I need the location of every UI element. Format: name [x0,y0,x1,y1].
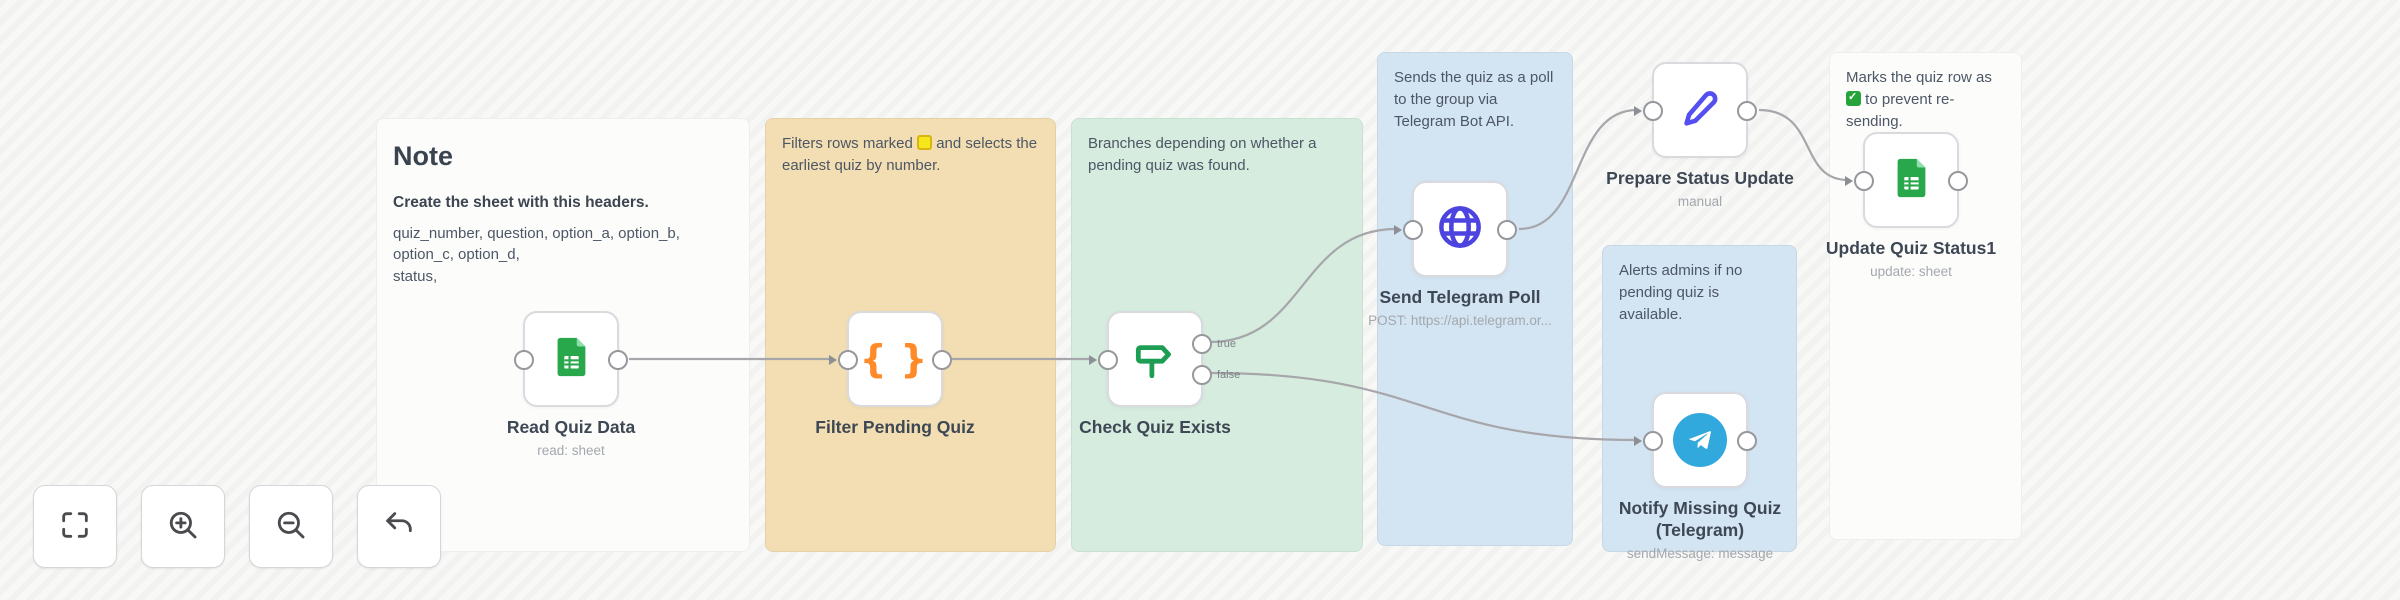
sticky-text: Alerts admins if no pending quiz is avai… [1619,262,1743,323]
sticky-note-headers[interactable]: Note Create the sheet with this headers.… [376,118,750,552]
globe-icon [1434,201,1486,258]
sticky-line: quiz_number, question, option_a, option_… [393,224,680,242]
output-port[interactable] [1497,220,1517,240]
telegram-icon [1673,413,1727,467]
input-port[interactable] [514,350,534,370]
google-sheets-icon [548,334,594,385]
fit-view-button[interactable] [33,485,117,568]
node-label: Read Quiz Data [506,417,636,437]
node-subtitle: read: sheet [537,442,605,458]
output-label-true: true [1217,338,1236,350]
sticky-text: to prevent re-sending. [1846,90,1955,130]
signpost-icon [1130,332,1180,387]
input-port[interactable] [1634,101,1663,121]
pen-icon [1677,85,1723,136]
canvas-controls [33,485,441,568]
node-read-quiz-data[interactable]: Read Quiz Data read: sheet [507,311,635,458]
sticky-text: Filters rows marked [782,135,913,152]
node-label: Prepare Status Update [1606,168,1794,188]
output-port-true[interactable] [1192,334,1212,354]
zoom-in-icon [166,508,200,545]
sticky-bold-line: Create the sheet with this headers. [393,194,649,212]
node-filter-pending-quiz[interactable]: { } Filter Pending Quiz [815,311,975,437]
output-port[interactable] [1948,171,1968,191]
node-check-quiz-exists[interactable]: true false Check Quiz Exists [1079,311,1240,437]
google-sheets-icon [1888,155,1934,206]
undo-button[interactable] [357,485,441,568]
node-send-telegram-poll[interactable]: Send Telegram Poll POST: https://api.tel… [1368,181,1552,328]
node-label: Update Quiz Status1 [1825,238,1997,258]
sticky-text: and selects the earliest quiz by number. [782,135,1038,174]
node-label: Filter Pending Quiz [815,417,975,437]
node-subtitle: POST: https://api.telegram.or... [1368,312,1552,328]
node-label: Send Telegram Poll [1379,287,1541,307]
input-port[interactable] [1089,350,1118,370]
output-label-false: false [1217,369,1241,381]
input-port[interactable] [1634,431,1663,451]
sticky-text: Sends the quiz as a poll to the group vi… [1394,69,1554,130]
node-update-quiz-status[interactable]: Update Quiz Status1 update: sheet [1826,132,1996,279]
output-port[interactable] [932,350,952,370]
output-port-false[interactable] [1192,365,1212,385]
node-label: Notify Missing Quiz (Telegram) [1618,498,1782,540]
node-subtitle: sendMessage: message [1626,545,1774,561]
sticky-line: option_c, option_d, [393,246,520,264]
zoom-in-button[interactable] [141,485,225,568]
sticky-title: Note [393,141,453,171]
input-port[interactable] [1394,220,1423,240]
input-port[interactable] [829,350,858,370]
zoom-out-icon [274,508,308,545]
output-port[interactable] [1737,101,1757,121]
green-check-icon [1846,90,1861,106]
zoom-out-button[interactable] [249,485,333,568]
output-port[interactable] [1737,431,1757,451]
sticky-text: Marks the quiz row as [1846,69,1992,86]
sticky-mark[interactable]: Marks the quiz row as to prevent re-send… [1829,52,2022,540]
node-notify-missing-quiz[interactable]: Notify Missing Quiz (Telegram) sendMessa… [1619,392,1781,561]
undo-icon [382,508,416,545]
sticky-text: Branches depending on whether a pending … [1088,135,1317,174]
code-braces-icon: { } [859,337,931,381]
yellow-square-icon [917,135,933,150]
node-subtitle: update: sheet [1870,263,1952,279]
node-prepare-status-update[interactable]: Prepare Status Update manual [1606,62,1794,209]
fit-view-icon [58,508,92,545]
input-port[interactable] [1845,171,1874,191]
node-label: Check Quiz Exists [1079,417,1231,437]
sticky-line: status, [393,268,438,286]
output-port[interactable] [608,350,628,370]
node-subtitle: manual [1677,193,1723,209]
